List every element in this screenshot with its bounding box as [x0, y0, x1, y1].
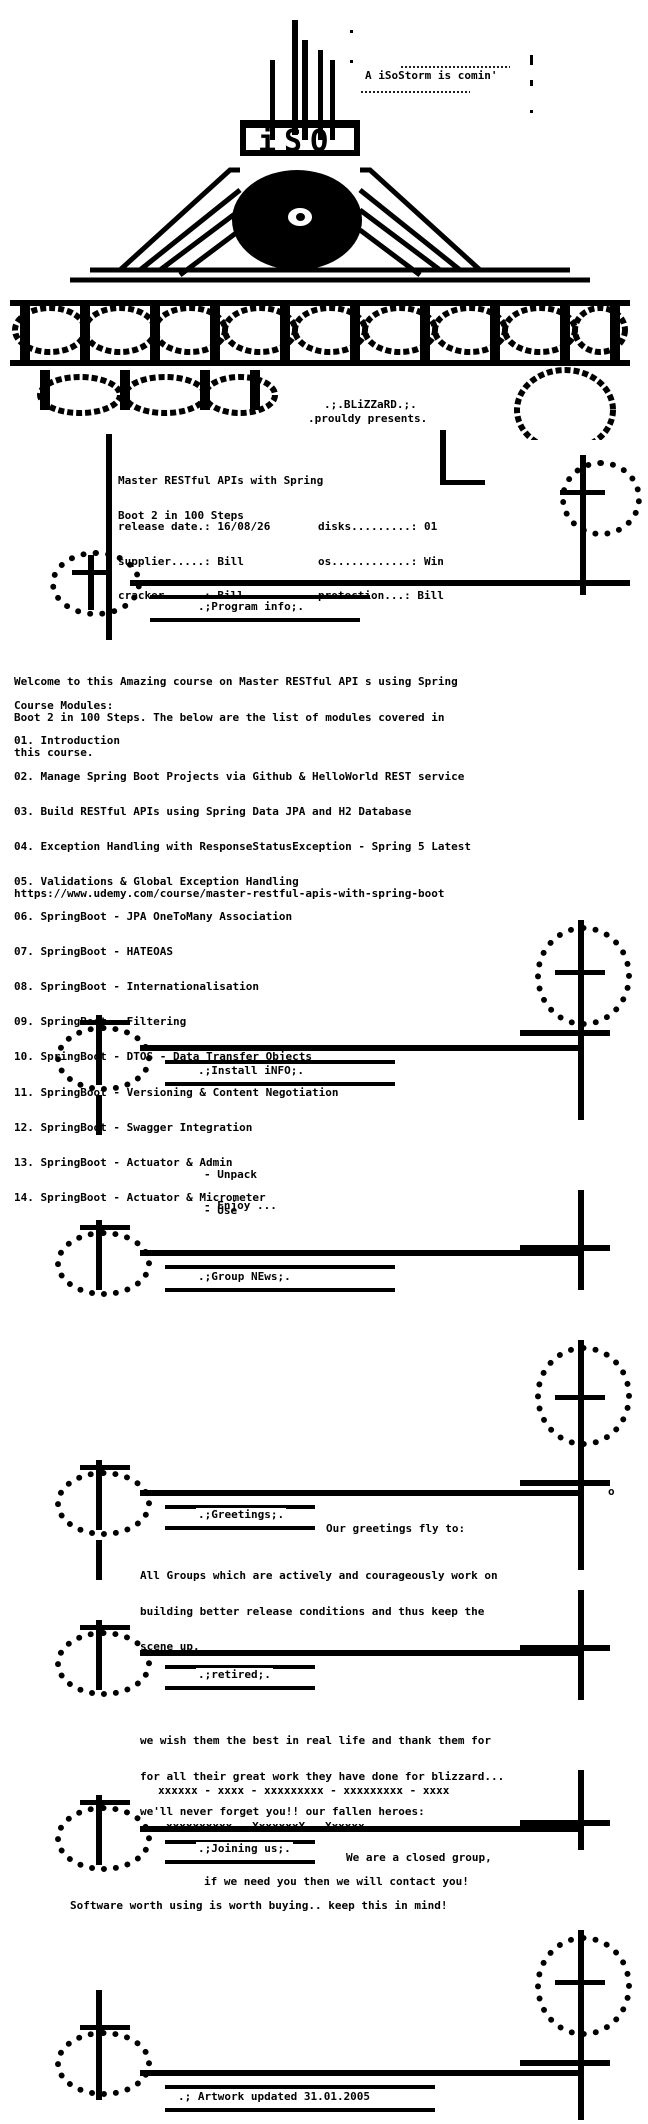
module-item: 07. SpringBoot - HATEOAS [14, 945, 173, 959]
joining-heading: .;Joining us;. [196, 1842, 293, 1855]
footer-mark: o [608, 1485, 615, 1498]
greetings-intro: Our greetings fly to: [326, 1522, 466, 1535]
install-info-heading: .;Install iNFO;. [196, 1064, 306, 1077]
divider-install-info: .;Install iNFO;. [0, 920, 648, 1135]
install-enjoy: - Enjoy ... [204, 1199, 277, 1212]
supplier-label: supplier.....: [118, 554, 211, 568]
module-item: 02. Manage Spring Boot Projects via Gith… [14, 769, 465, 783]
os-value: Win [423, 554, 444, 568]
module-item: 04. Exception Handling with ResponseStat… [14, 839, 471, 853]
program-info-heading: .;Program info;. [196, 600, 306, 613]
divider-retired: .;retired;. [0, 1590, 648, 1700]
release-date-value: 16/08/26 [217, 520, 271, 533]
pyramid-art [10, 167, 630, 440]
header-art: A iSoStorm is comin' iSO [0, 0, 648, 440]
divider-artwork: .; Artwork updated 31.01.2005 [0, 1930, 648, 2120]
module-item: 05. Validations & Global Exception Handl… [14, 874, 299, 888]
divider-joining: .;Joining us;. [0, 1770, 648, 1890]
course-url[interactable]: https://www.udemy.com/course/master-rest… [14, 887, 445, 900]
install-step: - Use [204, 1203, 238, 1217]
release-date-label: release date.: [118, 520, 211, 533]
os-label: os............: [318, 554, 418, 568]
logo-text: iSO [258, 124, 337, 159]
module-item: 06. SpringBoot - JPA OneToMany Associati… [14, 909, 293, 923]
module-item: 08. SpringBoot - Internationalisation [14, 980, 260, 994]
joining-line2: if we need you then we will contact you! [204, 1875, 469, 1888]
module-item: 11. SpringBoot - Versioning & Content Ne… [14, 1085, 339, 1099]
disks-label: disks.........: [318, 520, 418, 533]
joining-line1: We are a closed group, [346, 1851, 492, 1864]
install-steps: - Unpack - Use [204, 1146, 257, 1228]
protection-value: Bill [417, 589, 444, 602]
retired-heading: .;retired;. [196, 1668, 273, 1681]
greetings-text: All Groups which are actively and courag… [140, 1569, 498, 1653]
tagline: A iSoStorm is comin' [365, 69, 498, 82]
module-item: 03. Build RESTful APIs using Spring Data… [14, 804, 412, 818]
program-intro: Welcome to this Amazing course on Master… [14, 675, 458, 759]
disks-value: 01 [423, 520, 438, 533]
release-title-line1: Master RESTful APIs with Spring [118, 474, 324, 487]
greetings-heading: .;Greetings;. [196, 1508, 287, 1521]
modules-heading: Course Modules: [14, 699, 114, 712]
supplier-value: Bill [217, 554, 244, 568]
divider-group-news: .;Group NEws;. [0, 1190, 648, 1310]
presents-text: .prouldy presents. [306, 412, 430, 425]
artwork-heading: .; Artwork updated 31.01.2005 [176, 2090, 373, 2103]
joining-line3: Software worth using is worth buying.. k… [70, 1899, 448, 1912]
divider-program-info: .;Program info;. [0, 455, 648, 640]
group-news-heading: .;Group NEws;. [196, 1270, 293, 1283]
module-item: 12. SpringBoot - Swagger Integration [14, 1120, 253, 1134]
install-step: - Unpack [204, 1168, 257, 1182]
release-title: Master RESTful APIs with Spring Boot 2 i… [118, 452, 323, 533]
divider-greetings: .;Greetings;. o [0, 1340, 648, 1580]
group-name: .;.BLiZZaRD.;. [322, 398, 419, 411]
release-title-line2: Boot 2 in 100 Steps [118, 508, 244, 522]
module-item: 14. SpringBoot - Actuator & Micrometer [14, 1190, 266, 1204]
module-item: 13. SpringBoot - Actuator & Admin [14, 1155, 233, 1169]
module-item: 01. Introduction [14, 734, 120, 748]
retired-text: we wish them the best in real life and t… [140, 1734, 505, 1818]
